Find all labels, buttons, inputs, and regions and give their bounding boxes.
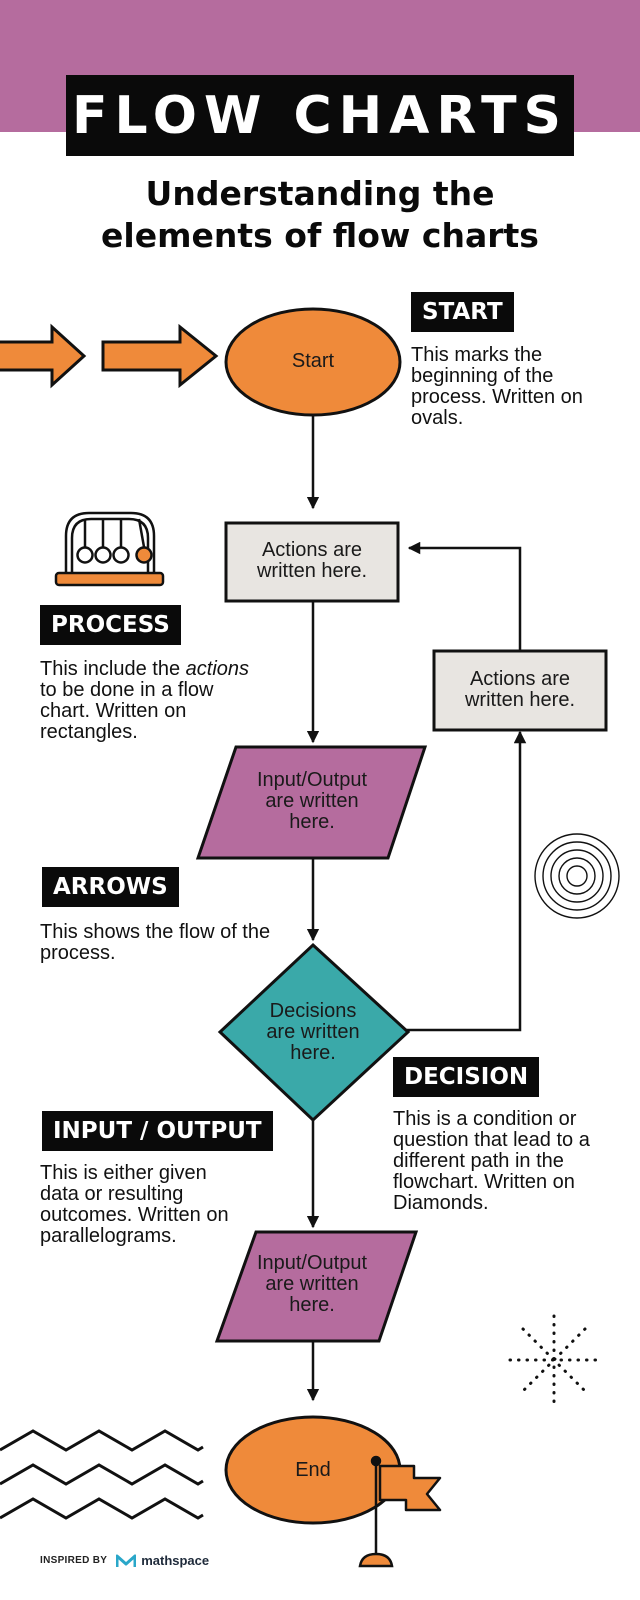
start-oval [224, 307, 402, 417]
process-side-label: Actions are written here. [464, 668, 576, 711]
process-desc-part-1: This include the [40, 658, 186, 680]
io-tag: INPUT / OUTPUT [42, 1111, 273, 1151]
start-description: This marks the beginning of the process.… [411, 344, 583, 429]
io-parallelogram-1 [195, 745, 428, 860]
io-label-1: Input/Output are written here. [256, 769, 368, 833]
footer: INSPIRED BY mathspace [40, 1553, 209, 1568]
double-arrow-icon [0, 323, 219, 389]
footer-inspired: INSPIRED BY [40, 1555, 108, 1566]
subtitle-line-1: Understanding the [145, 174, 495, 213]
flag-icon [358, 1455, 442, 1568]
io-description: This is either given data or resulting o… [40, 1162, 229, 1247]
decision-label: Decisions are written here. [266, 1000, 360, 1064]
start-label: Start [291, 350, 335, 372]
arrows [306, 413, 527, 1402]
page-title: FLOW CHARTS [71, 85, 569, 146]
process-box [224, 521, 400, 603]
process-desc-italic: actions [185, 658, 250, 680]
subtitle: Understanding the elements of flow chart… [60, 173, 580, 257]
io-parallelogram-2 [214, 1230, 419, 1343]
arrow-loop-to-process [407, 541, 522, 651]
mathspace-logo-icon [116, 1554, 137, 1567]
io-label-2: Input/Output are written here. [256, 1252, 368, 1316]
decision-diamond [217, 942, 411, 1123]
process-description: This include the actions to be done in a… [40, 659, 250, 743]
decision-tag: DECISION [393, 1057, 540, 1097]
concentric-circles-icon [534, 833, 620, 919]
newtons-cradle-icon [54, 511, 165, 587]
end-label: End [295, 1459, 331, 1481]
arrows-tag: ARROWS [42, 867, 179, 907]
process-tag: PROCESS [40, 605, 181, 645]
zigzag-lines-icon [0, 1429, 204, 1520]
footer-brand[interactable]: mathspace [141, 1553, 210, 1568]
process-side-box [432, 649, 608, 732]
title-box: FLOW CHARTS [66, 75, 574, 156]
process-desc-part-2: to be done in a flow chart. Written on r… [40, 679, 214, 743]
decision-description: This is a condition or question that lea… [393, 1108, 590, 1214]
process-label: Actions are written here. [256, 539, 368, 582]
subtitle-line-2: elements of flow charts [101, 216, 539, 255]
start-tag: START [411, 292, 514, 332]
arrow-decision-loop [406, 730, 527, 1032]
arrows-description: This shows the flow of the process. [40, 921, 271, 964]
starburst-icon [508, 1314, 600, 1406]
